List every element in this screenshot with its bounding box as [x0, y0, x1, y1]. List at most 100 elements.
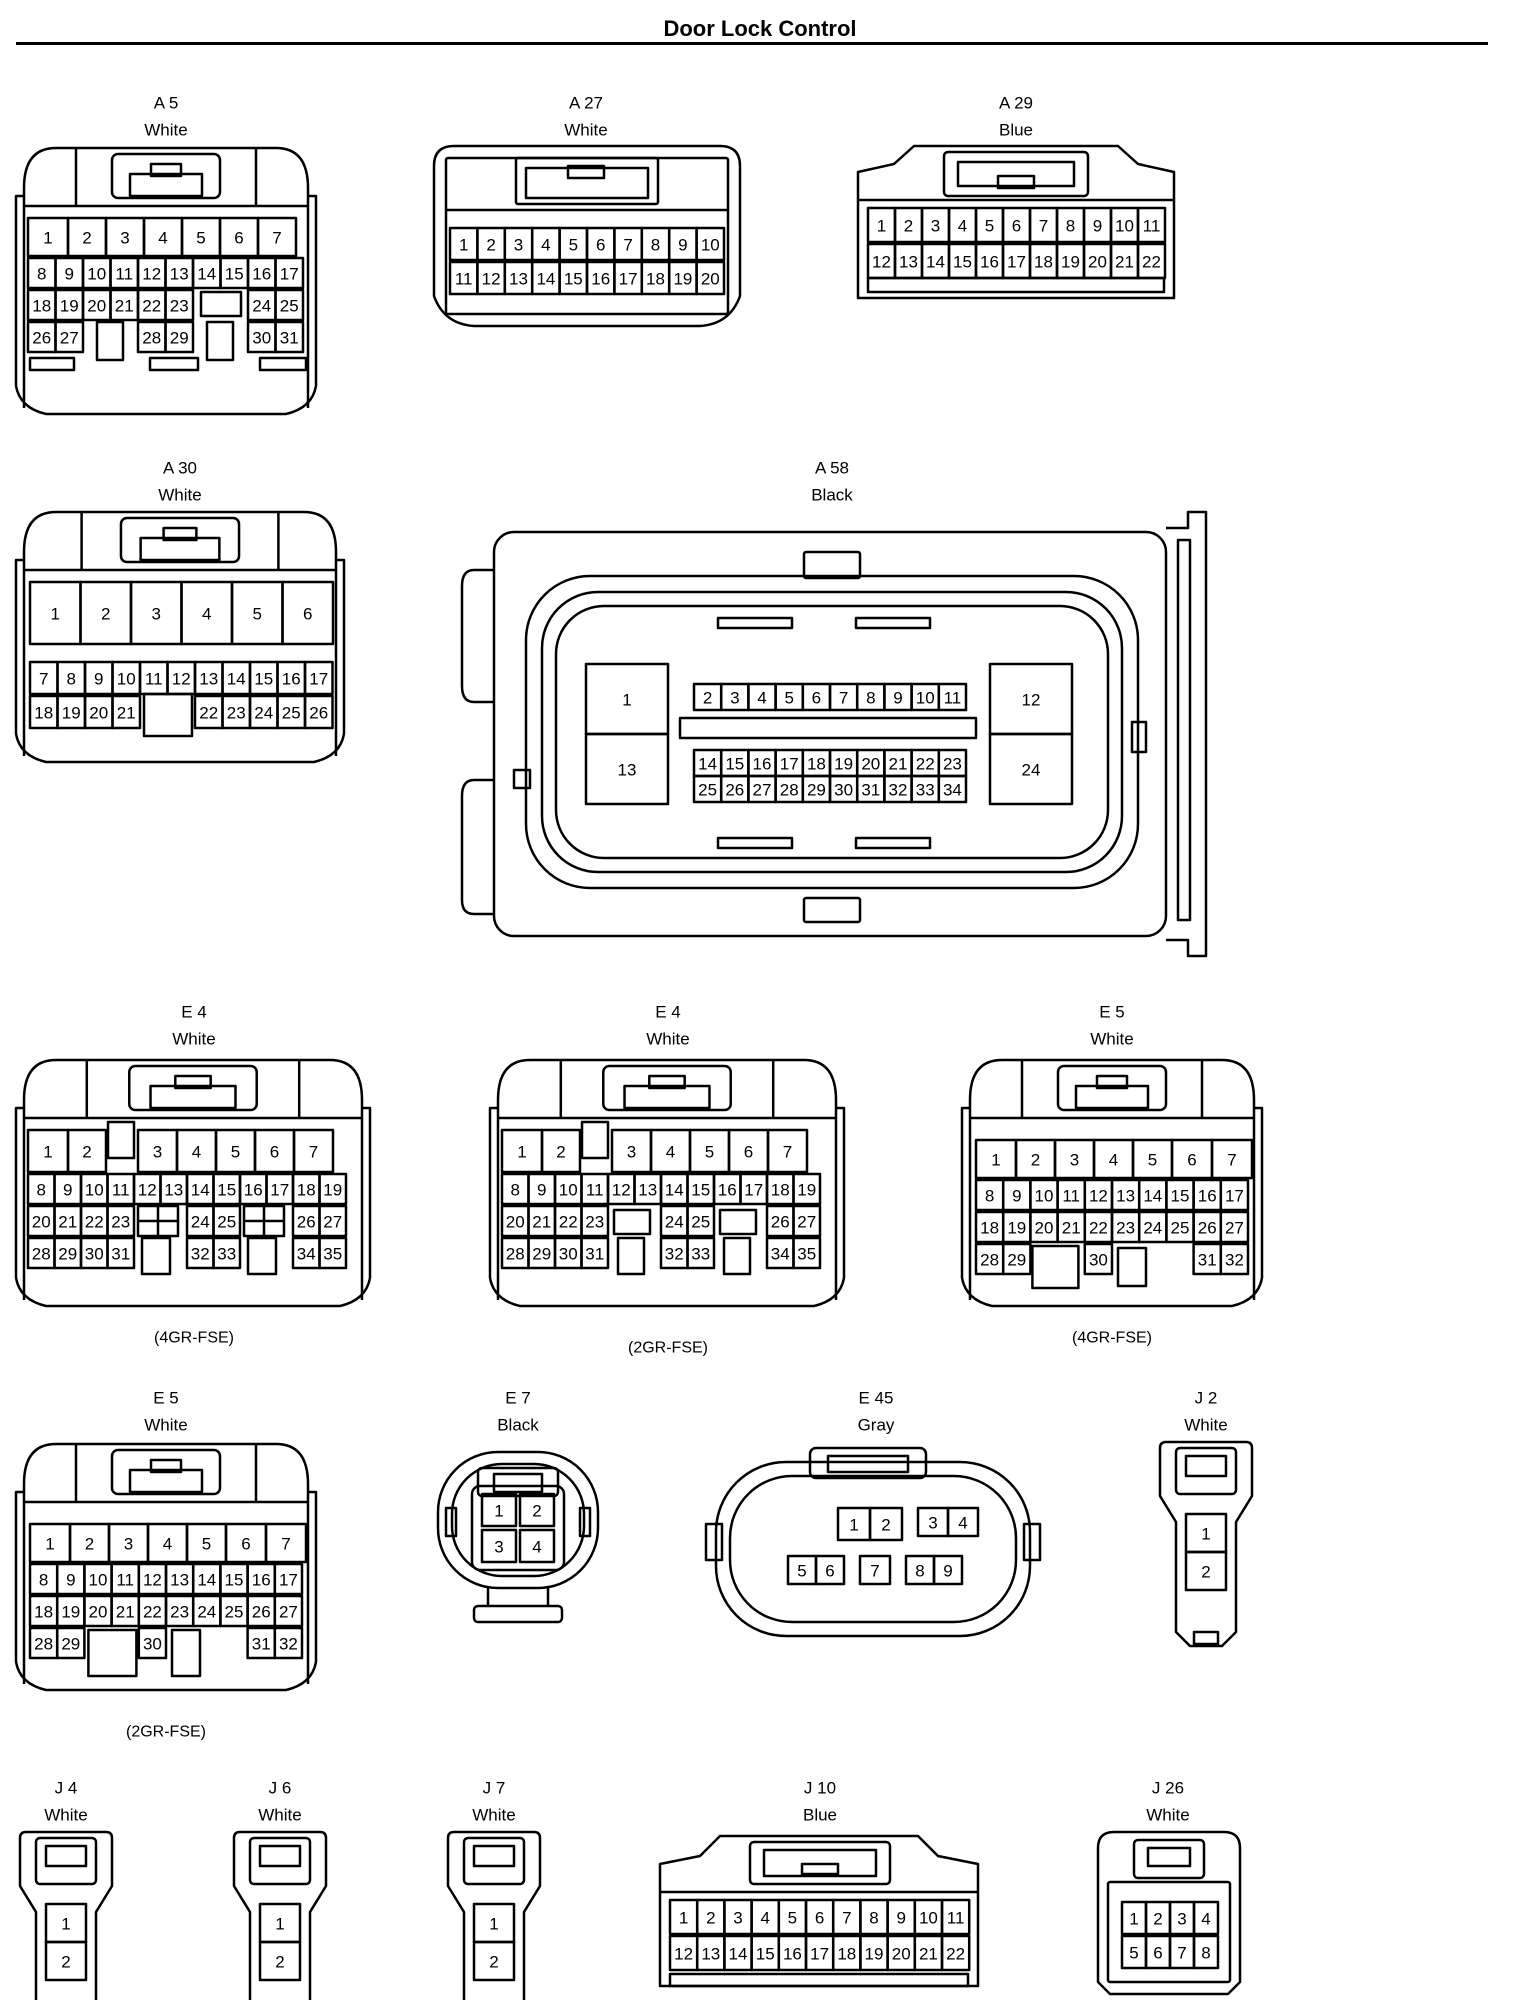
pin-1: 1	[877, 217, 886, 236]
pin-11: 11	[586, 1181, 604, 1200]
pin-20: 20	[1035, 1219, 1054, 1238]
pin-25: 25	[225, 1603, 244, 1622]
key	[1031, 1244, 1080, 1290]
connector-color: Blue	[999, 121, 1033, 140]
pin-8: 8	[651, 236, 660, 255]
pin-cell	[518, 1492, 556, 1528]
pin-12: 12	[143, 1571, 162, 1590]
connector-id: J 4	[55, 1779, 78, 1798]
pin-21: 21	[919, 1945, 938, 1964]
pin-cell	[273, 1626, 304, 1660]
latch	[648, 1074, 686, 1090]
pin-17: 17	[279, 1571, 298, 1590]
pin-1: 1	[45, 1535, 54, 1554]
latch	[476, 1466, 560, 1498]
pin-14: 14	[698, 755, 717, 774]
pin-2: 2	[881, 1516, 890, 1535]
pin-16: 16	[252, 265, 271, 284]
pin-cell	[111, 694, 142, 730]
pin-20: 20	[32, 1213, 51, 1232]
pin-29: 29	[1007, 1251, 1026, 1270]
key	[95, 320, 125, 362]
pin-21: 21	[532, 1213, 551, 1232]
pin-1: 1	[61, 1915, 70, 1934]
pin-31: 31	[252, 1635, 271, 1654]
latch	[942, 150, 1090, 198]
pin-11: 11	[116, 1571, 134, 1590]
pin-24: 24	[197, 1603, 216, 1622]
pin-31: 31	[111, 1245, 130, 1264]
pin-33: 33	[217, 1245, 236, 1264]
pin-7: 7	[842, 1909, 851, 1928]
tab	[444, 1506, 458, 1538]
pin-3: 3	[733, 1909, 742, 1928]
housing-outline	[14, 1490, 24, 1662]
pin-7: 7	[870, 1562, 879, 1581]
pin-2: 2	[486, 236, 495, 255]
pin-34: 34	[943, 781, 962, 800]
pin-17: 17	[280, 265, 299, 284]
latch	[258, 1844, 302, 1868]
pin-32: 32	[1225, 1251, 1244, 1270]
pin-2: 2	[61, 1953, 70, 1972]
pin-8: 8	[511, 1181, 520, 1200]
housing-outline	[488, 1277, 846, 1308]
connector-color: White	[44, 1806, 87, 1825]
foot	[668, 1972, 970, 1988]
pin-4: 4	[1201, 1910, 1210, 1929]
pin-cell	[281, 580, 335, 646]
wall-1	[524, 574, 1140, 890]
pin-1: 1	[459, 236, 468, 255]
wall-tab	[1130, 720, 1148, 754]
pin-16: 16	[1198, 1187, 1217, 1206]
pin-13: 13	[164, 1181, 183, 1200]
pin-19: 19	[834, 755, 853, 774]
pin-29: 29	[170, 329, 189, 348]
latch	[44, 1844, 88, 1868]
pin-cell	[937, 682, 968, 712]
latch	[748, 1840, 892, 1886]
pin-19: 19	[61, 1603, 80, 1622]
pin-15: 15	[756, 1945, 775, 1964]
pin-10: 10	[87, 265, 106, 284]
pin-1: 1	[43, 229, 52, 248]
pin-2: 2	[904, 217, 913, 236]
key	[199, 290, 243, 318]
housing-outline	[486, 1588, 550, 1606]
latch	[128, 172, 204, 198]
pin-30: 30	[85, 1245, 104, 1264]
pin-26: 26	[1198, 1219, 1217, 1238]
pin-34: 34	[771, 1245, 790, 1264]
pin-1: 1	[679, 1909, 688, 1928]
pin-5: 5	[202, 1535, 211, 1554]
pin-4: 4	[760, 1909, 769, 1928]
pin-4: 4	[532, 1538, 541, 1557]
housing-outline	[22, 1442, 310, 1684]
latch	[472, 1844, 516, 1868]
pin-cell	[686, 1236, 716, 1270]
latch	[149, 162, 183, 178]
latch	[1146, 1846, 1192, 1868]
tab	[1022, 1522, 1042, 1562]
pin-4: 4	[958, 217, 967, 236]
pin-29: 29	[61, 1635, 80, 1654]
housing-outline	[1254, 1106, 1264, 1278]
pin-22: 22	[559, 1213, 578, 1232]
pin-18: 18	[34, 1603, 53, 1622]
pin-17: 17	[1225, 1187, 1244, 1206]
pin-24: 24	[252, 297, 271, 316]
pin-24: 24	[254, 704, 273, 723]
pin-26: 26	[297, 1213, 316, 1232]
pin-18: 18	[807, 755, 826, 774]
connector-color: White	[1146, 1806, 1189, 1825]
pin-9: 9	[1093, 217, 1102, 236]
pin-cell	[44, 1940, 88, 1982]
pin-29: 29	[532, 1245, 551, 1264]
connector-note: (4GR-FSE)	[154, 1330, 234, 1347]
pin-6: 6	[596, 236, 605, 255]
pin-23: 23	[943, 755, 962, 774]
housing-outline	[14, 1277, 372, 1308]
